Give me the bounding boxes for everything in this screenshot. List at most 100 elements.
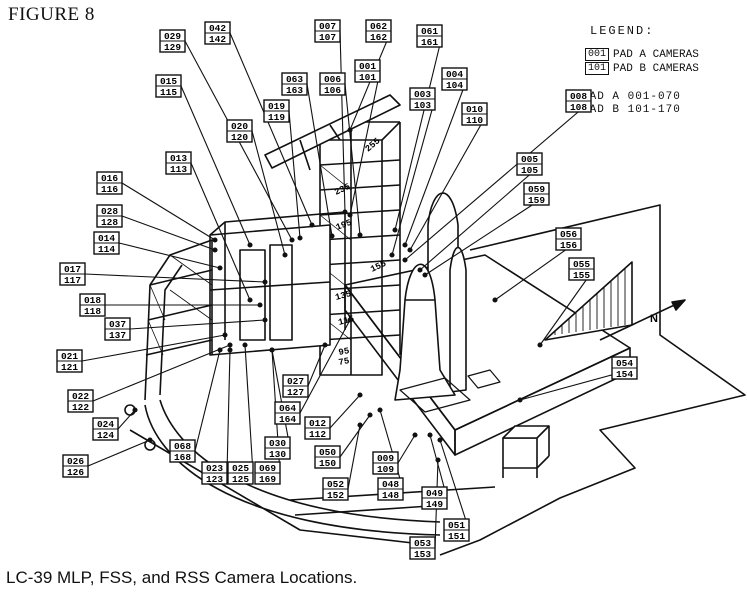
pad-b-camera-number: 122 xyxy=(72,402,89,413)
camera-position-dot xyxy=(257,302,263,308)
camera-position-dot xyxy=(297,235,303,241)
pad-a-camera-number: 018 xyxy=(84,295,101,306)
camera-position-dot xyxy=(322,342,328,348)
pad-b-camera-number: 169 xyxy=(259,474,276,485)
callout-leader-line xyxy=(391,98,436,256)
pad-b-camera-number: 125 xyxy=(232,474,249,485)
camera-position-dot xyxy=(242,342,248,348)
pad-b-camera-number: 117 xyxy=(64,275,81,286)
pad-b-camera-number: 161 xyxy=(421,37,438,48)
pad-b-camera-number: 142 xyxy=(209,34,226,45)
camera-position-dot xyxy=(402,257,408,263)
pad-a-camera-number: 013 xyxy=(170,153,187,164)
pad-ground-edge xyxy=(129,429,431,546)
pad-b-camera-number: 112 xyxy=(309,429,326,440)
rotating-service-structure xyxy=(209,211,346,356)
pad-b-camera-number: 127 xyxy=(287,387,304,398)
callout-leader-line xyxy=(121,182,216,241)
pad-b-camera-number: 150 xyxy=(319,458,336,469)
pad-a-camera-number: 024 xyxy=(97,419,114,430)
pad-a-camera-number: 061 xyxy=(421,26,438,37)
pad-a-camera-number: 016 xyxy=(101,173,118,184)
camera-position-dot xyxy=(212,237,218,243)
callout-leader-line xyxy=(397,434,416,464)
pad-b-camera-number: 104 xyxy=(446,80,463,91)
pad-b-camera-number: 162 xyxy=(370,32,387,43)
callout-leader-line xyxy=(194,349,221,452)
callout-leader-line xyxy=(87,439,151,467)
camera-position-dot xyxy=(422,272,428,278)
pad-a-camera-number: 004 xyxy=(446,69,463,80)
pad-a-camera-number: 015 xyxy=(160,76,177,87)
pad-b-camera-number: 113 xyxy=(170,164,187,175)
pad-a-camera-number: 027 xyxy=(287,376,304,387)
pad-b-camera-number: 115 xyxy=(160,87,177,98)
pad-a-camera-number: 069 xyxy=(259,463,276,474)
pad-a-camera-number: 050 xyxy=(319,447,336,458)
tower-level-label: 115 xyxy=(337,314,355,328)
camera-position-dot xyxy=(377,407,383,413)
camera-position-dot xyxy=(492,297,498,303)
callout-leader-line xyxy=(379,409,404,490)
pad-b-camera-number: 120 xyxy=(231,132,248,143)
pad-a-camera-number: 009 xyxy=(377,453,394,464)
camera-position-dot xyxy=(289,237,295,243)
flame-trench-wall xyxy=(544,261,633,341)
pad-b-camera-number: 156 xyxy=(560,240,577,251)
callout-leader-line xyxy=(404,100,592,261)
camera-position-dot xyxy=(282,252,288,258)
legend-row-pad-a: 001 PAD A CAMERAS xyxy=(585,48,699,61)
camera-position-dot xyxy=(407,247,413,253)
pad-a-camera-number: 068 xyxy=(174,441,191,452)
callout-leader-line xyxy=(539,268,595,346)
callout-leader-line xyxy=(424,193,550,276)
pad-a-camera-number: 064 xyxy=(279,403,296,414)
pad-b-camera-number: 137 xyxy=(109,330,126,341)
pad-a-camera-number: 054 xyxy=(616,358,633,369)
camera-position-dot xyxy=(269,347,275,353)
pad-b-camera-number: 154 xyxy=(616,369,633,380)
camera-position-dot xyxy=(217,265,223,271)
camera-position-dot xyxy=(417,267,423,273)
pad-b-camera-number: 130 xyxy=(269,449,286,460)
camera-position-dot xyxy=(435,457,441,463)
pad-b-camera-number: 155 xyxy=(573,270,590,281)
pad-a-camera-number: 005 xyxy=(521,154,538,165)
callout-leader-line xyxy=(92,344,231,402)
callout-leader-line xyxy=(347,424,361,490)
pad-b-camera-number: 121 xyxy=(61,362,78,373)
rss-truss-frame xyxy=(144,239,213,401)
callout-leader-line xyxy=(129,319,266,330)
camera-callouts: 0291290421420071070621620611610011010061… xyxy=(56,19,638,560)
camera-position-dot xyxy=(227,342,233,348)
tower-level-label: 75 xyxy=(338,356,350,368)
camera-position-dot xyxy=(132,407,138,413)
pad-b-camera-number: 109 xyxy=(377,464,394,475)
pad-b-camera-number: 126 xyxy=(67,467,84,478)
callout-leader-line xyxy=(329,394,361,429)
pad-b-camera-number: 153 xyxy=(414,549,431,560)
